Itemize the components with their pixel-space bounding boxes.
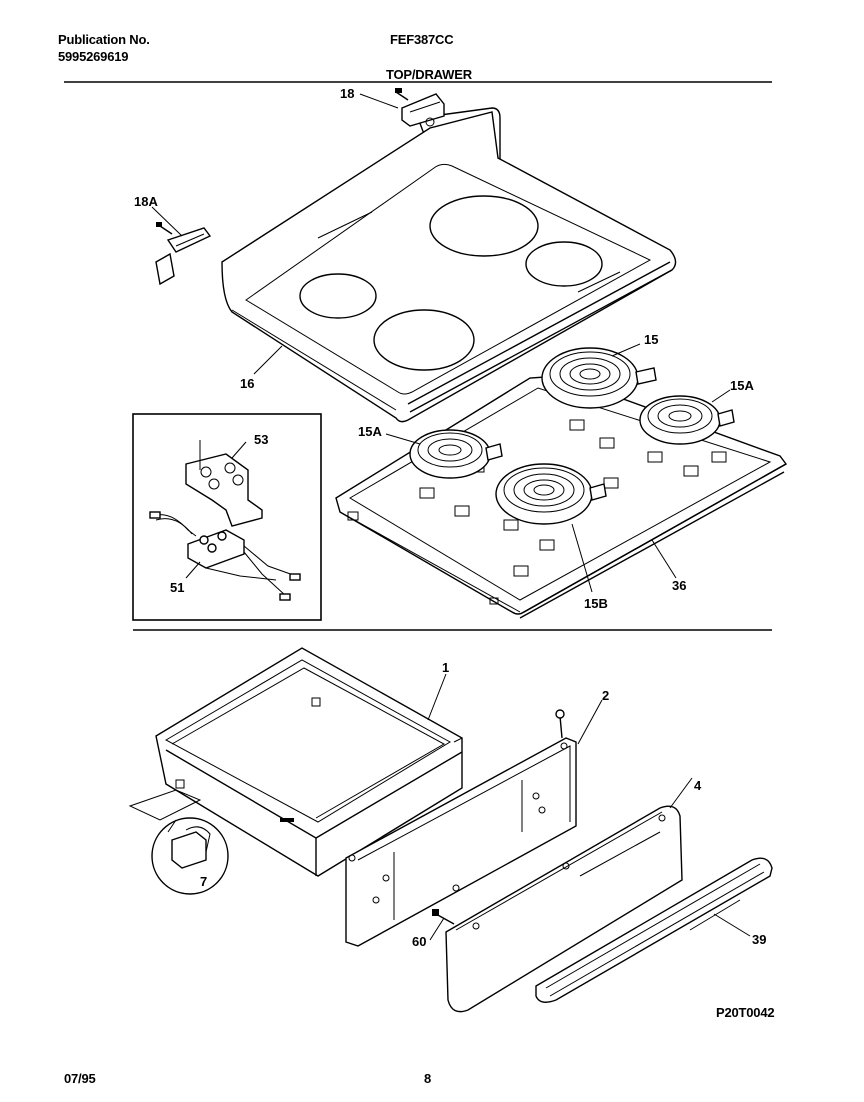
surface-unit-15b [495, 463, 607, 525]
callout-18: 18 [340, 86, 354, 101]
callout-36: 36 [672, 578, 686, 593]
figure-code: P20T0042 [716, 1005, 775, 1020]
callout-2: 2 [602, 688, 609, 703]
callout-15: 15 [644, 332, 658, 347]
callout-1: 1 [442, 660, 449, 675]
footer-date: 07/95 [64, 1071, 96, 1086]
surface-unit-15a-right [639, 395, 735, 445]
callout-15b: 15B [584, 596, 608, 611]
callout-53: 53 [254, 432, 268, 447]
callout-18a: 18A [134, 194, 158, 209]
publication-number: 5995269619 [58, 49, 129, 64]
clip-detail-7 [128, 789, 229, 895]
drawer-part-1 [155, 647, 463, 877]
section-title: TOP/DRAWER [386, 67, 472, 82]
hinge-bracket-18 [395, 88, 445, 127]
callout-39: 39 [752, 932, 766, 947]
terminal-bracket-53 [185, 440, 263, 527]
callout-15a-right: 15A [730, 378, 754, 393]
callout-51: 51 [170, 580, 184, 595]
surface-unit-15 [541, 347, 657, 409]
callout-7: 7 [200, 874, 207, 889]
publication-label: Publication No. [58, 32, 150, 47]
callout-16: 16 [240, 376, 254, 391]
callout-4: 4 [694, 778, 702, 793]
drawer-front-part-2 [345, 709, 577, 947]
hinge-bracket-18a [155, 222, 212, 286]
callout-leaders [151, 93, 751, 941]
model-number: FEF387CC [390, 32, 454, 47]
screw-part-60 [432, 909, 455, 925]
callout-15a-left: 15A [358, 424, 382, 439]
inset-frame [132, 413, 322, 621]
terminal-block-51 [149, 511, 301, 601]
callout-60: 60 [412, 934, 426, 949]
cooktop-part-16 [221, 107, 677, 423]
footer-page-number: 8 [424, 1071, 432, 1086]
drawer-panel-part-4 [445, 805, 683, 1013]
surface-unit-15a-left [409, 429, 503, 479]
